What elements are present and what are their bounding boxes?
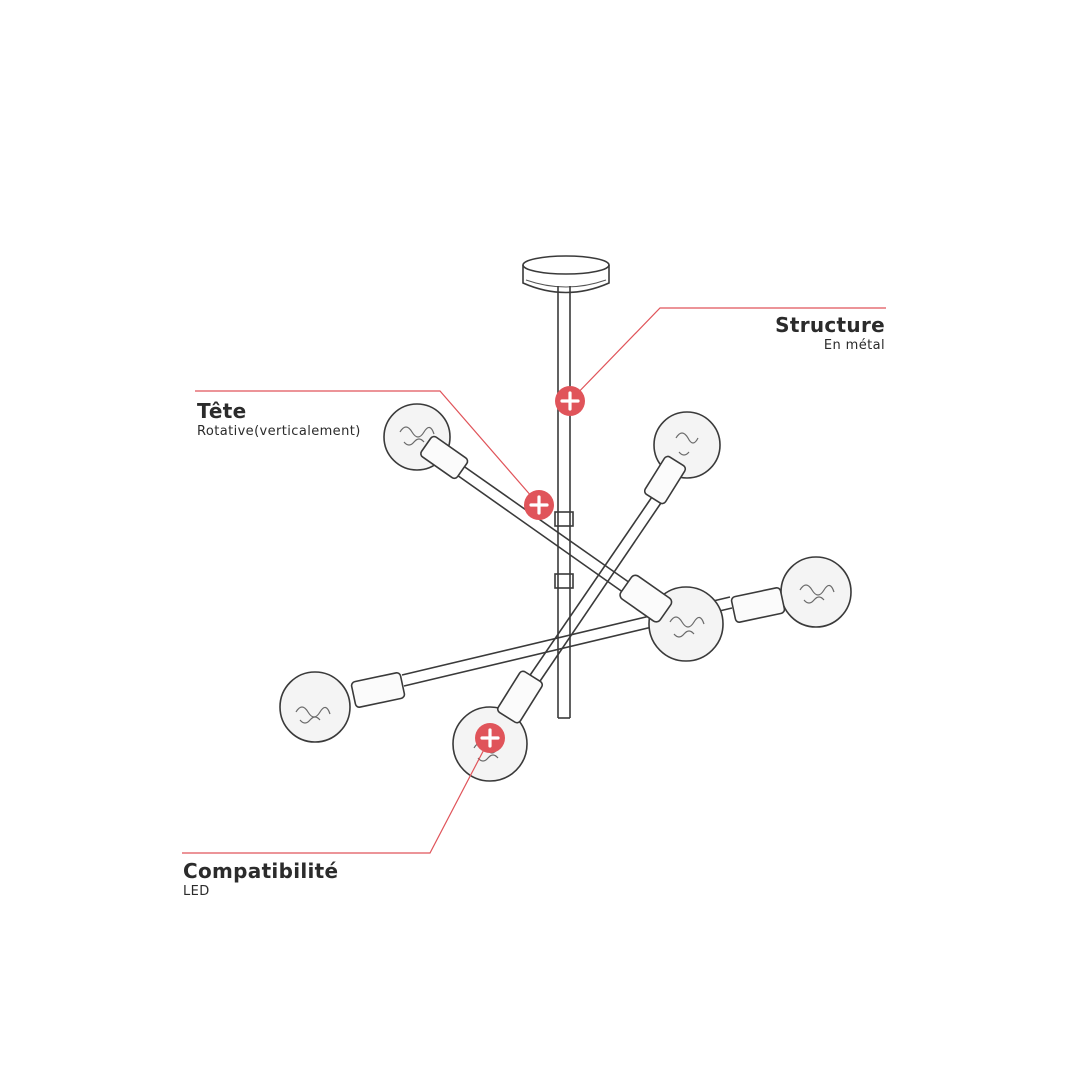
callout-compatibilite-title: Compatibilité	[183, 859, 339, 883]
hotspot-structure-plus-icon[interactable]	[555, 386, 585, 416]
callout-tete-subtitle: Rotative(verticalement)	[197, 424, 361, 439]
hotspot-compatibilite-plus-icon[interactable]	[475, 723, 505, 753]
bulb-right	[730, 556, 852, 628]
callout-structure: Structure En métal	[775, 313, 885, 355]
callout-structure-subtitle: En métal	[823, 338, 885, 353]
callout-compatibilite: Compatibilité LED	[183, 859, 338, 901]
bulb-top-left	[383, 403, 469, 480]
callout-structure-title: Structure	[775, 313, 885, 337]
bulb-center-right	[619, 574, 724, 662]
ceiling-canopy	[522, 255, 610, 294]
callout-tete-title: Tête	[197, 399, 247, 423]
bulb-bottom-center	[452, 670, 544, 782]
vertical-stem	[554, 286, 574, 719]
callout-line-compatibilite	[182, 737, 491, 854]
callout-compatibilite-subtitle: LED	[183, 884, 210, 899]
bulb-left	[279, 671, 406, 743]
callout-line-tete	[195, 390, 540, 506]
hotspot-tete-plus-icon[interactable]	[524, 490, 554, 520]
arm-diagonal-down	[446, 457, 641, 601]
bulb-top-right	[643, 411, 721, 505]
callout-tete: Tête Rotative(verticalement)	[197, 399, 361, 441]
callout-line-structure	[569, 307, 886, 402]
